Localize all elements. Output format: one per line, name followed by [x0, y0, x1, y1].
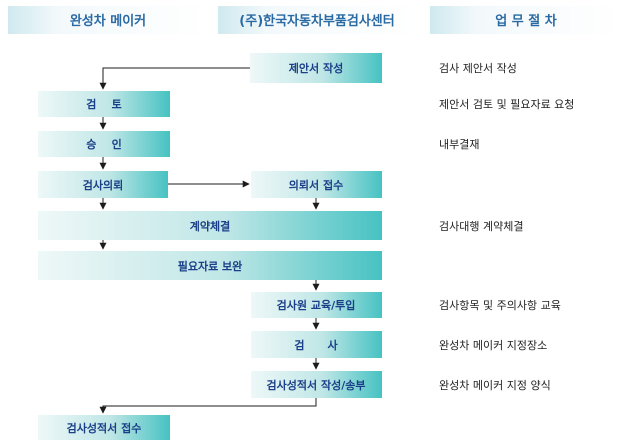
- header-center: (주)한국자동차부품검사센터: [218, 6, 416, 34]
- desc-proposal: 검사 제안서 작성: [439, 62, 517, 75]
- step-report-receive-label: 검사성적서 접수: [67, 421, 142, 435]
- step-report-receive: 검사성적서 접수: [38, 415, 170, 440]
- step-review-label: 검 토: [86, 98, 122, 111]
- connectors: [99, 67, 320, 414]
- arrow-report-to-receive: [99, 398, 317, 414]
- header-center-label: (주)한국자동차부품검사센터: [239, 13, 394, 29]
- desc-inspection: 완성차 메이커 지정장소: [439, 339, 547, 352]
- step-dispatch: 검사원 교육/투입: [251, 292, 382, 318]
- step-proposal: 제안서 작성: [250, 53, 382, 83]
- step-supplement: 필요자료 보완: [38, 251, 382, 280]
- step-supplement-label: 필요자료 보완: [178, 259, 243, 273]
- step-inspection-label: 검 사: [294, 338, 338, 352]
- step-request-label: 검사의뢰: [83, 178, 123, 192]
- procedure-descriptions: 검사 제안서 작성 제안서 검토 및 필요자료 요청 내부결재 검사대행 계약체…: [439, 62, 574, 392]
- desc-review: 제안서 검토 및 필요자료 요청: [439, 98, 574, 111]
- step-approval-label: 승 인: [86, 137, 122, 151]
- desc-report-send: 완성차 메이커 지정 양식: [439, 379, 551, 392]
- step-approval: 승 인: [38, 131, 170, 157]
- step-receipt: 의뢰서 접수: [251, 171, 382, 198]
- header-maker-label: 완성차 메이커: [70, 13, 146, 29]
- step-contract: 계약체결: [38, 211, 382, 240]
- desc-approval: 내부결재: [439, 138, 479, 151]
- header-procedure: 업 무 절 차: [430, 6, 622, 34]
- arrow-proposal-to-review: [99, 67, 250, 90]
- header-procedure-label: 업 무 절 차: [495, 13, 556, 29]
- step-request: 검사의뢰: [38, 171, 168, 198]
- header-maker: 완성차 메이커: [8, 6, 208, 34]
- desc-dispatch: 검사항목 및 주의사항 교육: [439, 299, 561, 312]
- step-proposal-label: 제안서 작성: [289, 61, 343, 75]
- desc-contract: 검사대행 계약체결: [439, 219, 523, 233]
- step-report-send: 검사성적서 작성/송부: [251, 371, 382, 398]
- step-report-send-label: 검사성적서 작성/송부: [267, 378, 366, 392]
- step-inspection: 검 사: [251, 331, 382, 358]
- step-review: 검 토: [38, 91, 170, 117]
- step-dispatch-label: 검사원 교육/투입: [277, 298, 356, 312]
- step-contract-label: 계약체결: [190, 219, 230, 233]
- step-receipt-label: 의뢰서 접수: [289, 178, 343, 192]
